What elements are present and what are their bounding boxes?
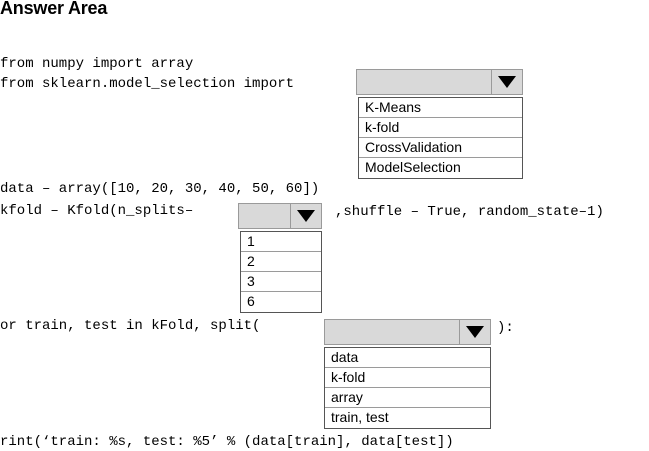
dropdown-toggle-button[interactable] (290, 204, 321, 228)
module-options-list: K-Means k-fold CrossValidation ModelSele… (358, 97, 523, 179)
code-line-import-sklearn: from sklearn.model_selection import (0, 76, 295, 92)
code-line-for-loop-start: or train, test in kFold, split( (0, 318, 261, 334)
module-select-dropdown[interactable] (356, 69, 523, 95)
triangle-down-icon (466, 326, 484, 338)
option-1[interactable]: 1 (241, 232, 321, 252)
option-2[interactable]: 2 (241, 252, 321, 272)
option-6[interactable]: 6 (247, 293, 255, 309)
code-line-for-loop-end: ): (497, 320, 514, 336)
split-argument-options-list: data k-fold array train, test (324, 347, 491, 429)
option-array[interactable]: array (325, 388, 490, 408)
code-line-import-numpy: from numpy import array (0, 56, 194, 72)
dropdown-toggle-button[interactable] (491, 70, 522, 94)
n-splits-options-list: 1 2 3 6 (240, 231, 322, 313)
option-k-fold[interactable]: k-fold (359, 118, 522, 138)
option-k-means[interactable]: K-Means (359, 98, 522, 118)
n-splits-dropdown[interactable] (238, 203, 322, 229)
code-line-kfold-end: ,shuffle – True, random_state–1) (335, 204, 604, 220)
split-argument-dropdown[interactable] (324, 319, 491, 345)
dropdown-toggle-button[interactable] (459, 320, 490, 344)
option-train-test[interactable]: train, test (331, 409, 389, 425)
option-crossvalidation[interactable]: CrossValidation (359, 138, 522, 158)
code-line-print: rint(‘train: %s, test: %5’ % (data[train… (0, 434, 454, 450)
option-modelselection[interactable]: ModelSelection (365, 159, 461, 175)
triangle-down-icon (498, 76, 516, 88)
option-k-fold[interactable]: k-fold (325, 368, 490, 388)
code-line-kfold-start: kfold – Kfold(n_splits– (0, 203, 194, 219)
option-data[interactable]: data (325, 348, 490, 368)
answer-area-title: Answer Area (0, 0, 108, 18)
code-line-data: data – array([10, 20, 30, 40, 50, 60]) (0, 181, 320, 197)
option-3[interactable]: 3 (241, 272, 321, 292)
triangle-down-icon (297, 210, 315, 222)
